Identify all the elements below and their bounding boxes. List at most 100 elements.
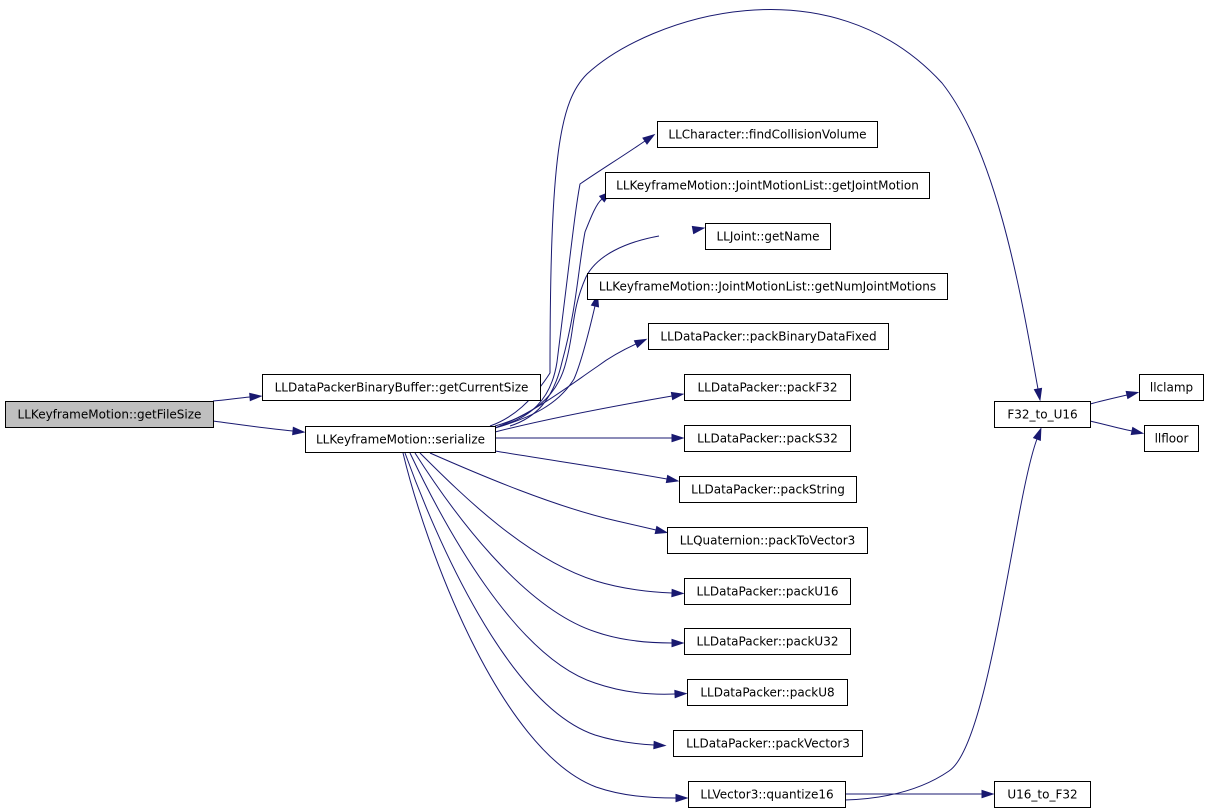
arrowhead bbox=[674, 689, 688, 699]
arrowhead bbox=[1032, 427, 1042, 441]
edge-line bbox=[499, 140, 646, 427]
edge-serialize-to-packU16 bbox=[419, 452, 685, 598]
edge-serialize-to-getNumJointMotions bbox=[494, 293, 600, 429]
edge-line bbox=[844, 438, 1038, 801]
edge-line bbox=[509, 198, 603, 427]
node-box bbox=[684, 628, 851, 655]
edge-serialize-to-packF32 bbox=[494, 391, 685, 433]
edge-line bbox=[414, 452, 673, 644]
node-getName[interactable]: LLJoint::getName bbox=[705, 223, 831, 250]
node-packString[interactable]: LLDataPacker::packString bbox=[679, 476, 857, 503]
node-getFileSize[interactable]: LLKeyframeMotion::getFileSize bbox=[5, 401, 214, 428]
node-label: LLVector3::quantize16 bbox=[700, 788, 833, 802]
node-label: LLQuaternion::packToVector3 bbox=[680, 534, 856, 548]
node-label: LLKeyframeMotion::JointMotionList::getNu… bbox=[599, 280, 936, 294]
node-box bbox=[648, 323, 889, 350]
node-llfloor[interactable]: llfloor bbox=[1144, 425, 1199, 452]
node-label: LLDataPacker::packString bbox=[691, 483, 845, 497]
node-label: F32_to_U16 bbox=[1007, 408, 1077, 422]
node-box bbox=[587, 273, 948, 300]
node-label: LLKeyframeMotion::serialize bbox=[316, 433, 485, 447]
arrowhead bbox=[1130, 426, 1145, 436]
edge-line bbox=[494, 395, 673, 433]
node-packF32[interactable]: LLDataPacker::packF32 bbox=[684, 374, 851, 401]
node-box bbox=[687, 679, 848, 706]
node-label: llfloor bbox=[1155, 432, 1189, 446]
node-box bbox=[605, 172, 930, 199]
edge-quantize16-to-U16_to_F32 bbox=[845, 789, 995, 799]
node-getNumJointMotions[interactable]: LLKeyframeMotion::JointMotionList::getNu… bbox=[587, 273, 948, 300]
edge-line bbox=[489, 9, 1039, 427]
node-label: LLKeyframeMotion::getFileSize bbox=[18, 408, 202, 422]
edge-line bbox=[419, 452, 673, 594]
edge-serialize-to-packU32 bbox=[414, 452, 685, 648]
node-F32_to_U16[interactable]: F32_to_U16 bbox=[994, 401, 1091, 428]
arrowhead bbox=[249, 392, 263, 402]
arrowhead bbox=[670, 391, 685, 401]
node-label: LLDataPacker::packF32 bbox=[697, 381, 837, 395]
node-serialize[interactable]: LLKeyframeMotion::serialize bbox=[305, 426, 496, 453]
node-box bbox=[673, 730, 863, 757]
arrowhead bbox=[292, 426, 306, 436]
node-box bbox=[262, 374, 541, 401]
node-label: LLDataPacker::packU32 bbox=[697, 635, 839, 649]
edge-line bbox=[409, 452, 676, 695]
edge-line bbox=[494, 343, 637, 429]
node-packS32[interactable]: LLDataPacker::packS32 bbox=[684, 425, 851, 452]
edge-F32_to_U16-to-llclamp bbox=[1089, 390, 1140, 405]
edge-line bbox=[494, 450, 668, 480]
edge-quantize16-to-F32_to_U16 bbox=[844, 427, 1042, 801]
arrowhead bbox=[653, 740, 667, 750]
arrowhead bbox=[1033, 387, 1043, 402]
node-quantize16[interactable]: LLVector3::quantize16 bbox=[688, 781, 846, 808]
edge-line bbox=[212, 420, 294, 432]
arrowhead bbox=[633, 338, 648, 349]
edge-serialize-to-packS32 bbox=[494, 433, 685, 443]
edge-line bbox=[1089, 394, 1128, 405]
node-packVector3[interactable]: LLDataPacker::packVector3 bbox=[673, 730, 863, 757]
node-label: LLCharacter::findCollisionVolume bbox=[668, 128, 866, 142]
node-box bbox=[684, 578, 851, 605]
arrowhead bbox=[671, 588, 685, 598]
arrowhead bbox=[665, 474, 680, 484]
node-U16_to_F32[interactable]: U16_to_F32 bbox=[994, 781, 1091, 808]
edge-line bbox=[212, 396, 251, 402]
edge-F32_to_U16-to-llfloor bbox=[1089, 420, 1145, 436]
arrowhead bbox=[675, 793, 689, 803]
node-box bbox=[994, 781, 1091, 808]
node-box bbox=[679, 476, 857, 503]
node-label: LLDataPacker::packS32 bbox=[697, 432, 838, 446]
node-label: LLDataPacker::packU8 bbox=[700, 686, 834, 700]
edge-serialize-to-packString bbox=[494, 450, 680, 484]
node-packToVector3[interactable]: LLQuaternion::packToVector3 bbox=[667, 527, 868, 554]
edges-layer bbox=[212, 9, 1145, 803]
node-box bbox=[688, 781, 846, 808]
node-llclamp[interactable]: llclamp bbox=[1139, 374, 1204, 401]
edge-serialize-to-quantize16 bbox=[402, 452, 689, 803]
node-findCollisionVolume[interactable]: LLCharacter::findCollisionVolume bbox=[657, 121, 878, 148]
edge-line bbox=[404, 452, 655, 746]
node-box bbox=[705, 223, 831, 250]
node-label: llclamp bbox=[1150, 381, 1193, 395]
node-packBinaryDataFixed[interactable]: LLDataPacker::packBinaryDataFixed bbox=[648, 323, 889, 350]
node-packU32[interactable]: LLDataPacker::packU32 bbox=[684, 628, 851, 655]
arrowhead bbox=[671, 638, 685, 648]
node-box bbox=[684, 374, 851, 401]
edge-getFileSize-to-serialize bbox=[212, 420, 306, 436]
node-packU8[interactable]: LLDataPacker::packU8 bbox=[687, 679, 848, 706]
node-getCurrentSize[interactable]: LLDataPackerBinaryBuffer::getCurrentSize bbox=[262, 374, 541, 401]
node-box bbox=[5, 401, 214, 428]
node-getJointMotion[interactable]: LLKeyframeMotion::JointMotionList::getJo… bbox=[605, 172, 930, 199]
node-packU16[interactable]: LLDataPacker::packU16 bbox=[684, 578, 851, 605]
edge-serialize-to-F32_to_U16 bbox=[489, 9, 1043, 427]
edge-serialize-to-packToVector3 bbox=[429, 452, 669, 535]
node-label: LLJoint::getName bbox=[716, 230, 819, 244]
arrowhead bbox=[671, 433, 685, 443]
edge-line bbox=[494, 305, 596, 429]
arrowhead bbox=[1125, 390, 1140, 400]
edge-getFileSize-to-getCurrentSize bbox=[212, 392, 263, 402]
edge-line bbox=[402, 452, 677, 799]
edge-serialize-to-getName bbox=[494, 225, 706, 427]
node-box bbox=[305, 426, 496, 453]
